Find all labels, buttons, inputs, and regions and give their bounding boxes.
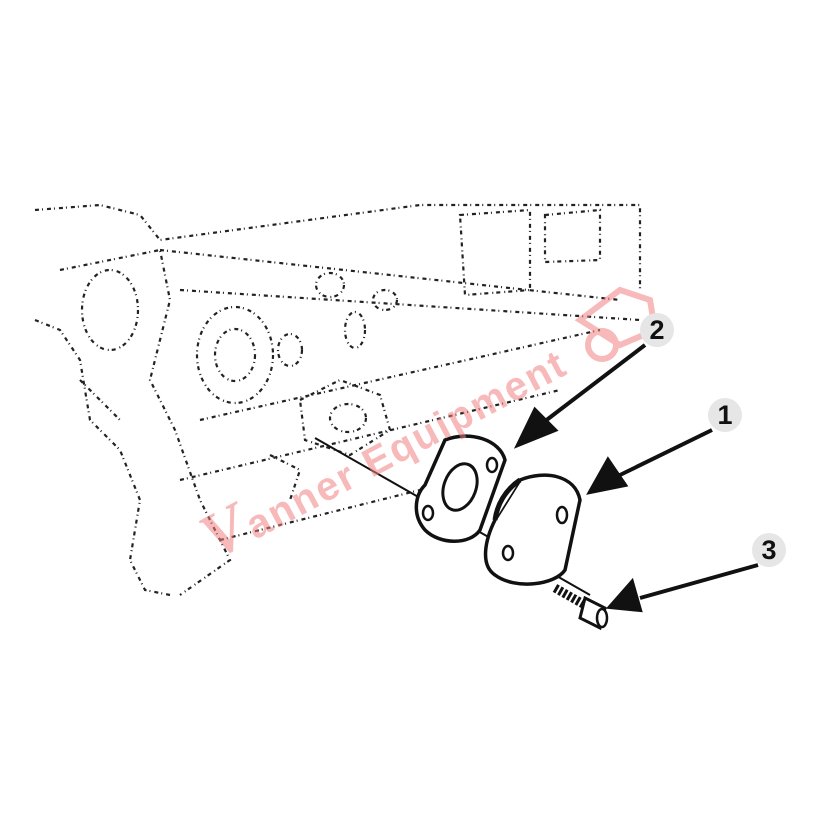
cover-plate: [483, 473, 582, 586]
callout-1: 1: [708, 398, 742, 432]
bolt: [552, 584, 609, 631]
watermark: V anner Equipment: [188, 286, 659, 572]
callout-3: 3: [752, 533, 786, 567]
engine-block: [34, 203, 642, 597]
leader-arrows: [513, 343, 759, 613]
gasket: [414, 434, 507, 543]
callout-2: 2: [640, 313, 674, 347]
